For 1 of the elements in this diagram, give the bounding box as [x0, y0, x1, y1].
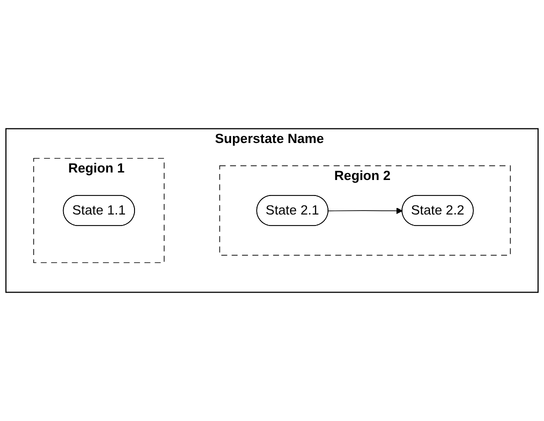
arrow	[328, 208, 403, 214]
